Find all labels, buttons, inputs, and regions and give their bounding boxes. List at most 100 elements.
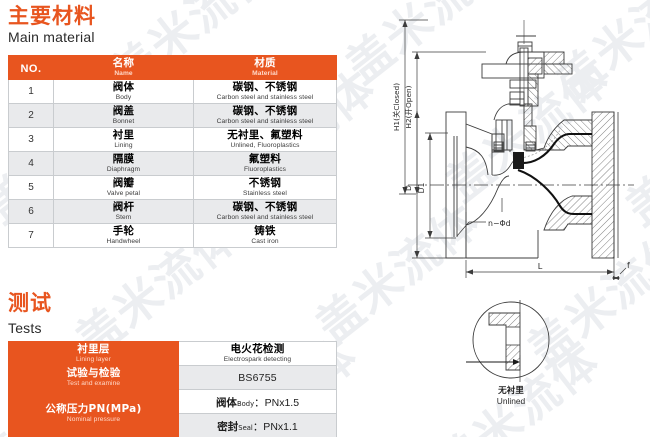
right-flange: [591, 111, 619, 259]
dimension-H2: [412, 51, 486, 194]
cell-name-en: Stem: [115, 214, 132, 221]
cell-pressure-seal: 密封Seal：PNx1.1: [178, 413, 337, 437]
dimension-L: [465, 258, 615, 278]
table-row: 7 手轮 Handwheel 铸铁 Cast iron: [8, 223, 337, 248]
cell-no: 3: [8, 127, 54, 152]
cell-pressure-body-text: 阀体Body：PNx1.5: [216, 397, 299, 409]
cell-test-label: 衬里层 Lining layer: [8, 341, 179, 366]
cell-name: 阀盖 Bonnet: [53, 103, 194, 128]
cell-name-en: Handwheel: [106, 238, 141, 245]
column-header-no: NO.: [8, 55, 54, 80]
table-row: 公称压力PN(MPa) Nominal pressure 阀体Body：PNx1…: [8, 389, 337, 437]
dimension-label-n-phi-d: n−Φd: [488, 219, 511, 228]
column-header-material-en: Material: [252, 70, 278, 77]
cell-material-en: Cast iron: [251, 238, 279, 245]
cell-material-en: Carbon steel and stainless steel: [216, 118, 314, 125]
bonnet-bolts: [493, 141, 536, 152]
cell-name-en: Valve petal: [106, 190, 141, 197]
cell-no: 6: [8, 199, 54, 224]
cell-test-label-cn: 衬里层: [77, 343, 110, 355]
table-row: 6 阀杆 Stem 碳钢、不锈钢 Carbon steel and stainl…: [8, 199, 337, 224]
cell-name-cn: 手轮: [112, 225, 135, 237]
tests-title-en: Tests: [8, 320, 42, 336]
cell-material: 无衬里、氟塑料 Unlined, Fluoroplastics: [193, 127, 337, 152]
cell-test-value: 电火花检测 Electrospark detecting: [178, 341, 337, 366]
pressure-body-cn: 阀体: [215, 396, 237, 409]
cell-name-cn: 阀盖: [112, 105, 135, 117]
tests-heading: 测试 Tests: [8, 291, 52, 337]
cell-material-cn: 碳钢、不锈钢: [232, 105, 298, 117]
dimension-label-L: L: [538, 261, 543, 271]
dimension-label-D1: D1: [417, 182, 426, 193]
dimension-label-H2: H2(开Open): [404, 85, 413, 128]
cell-material: 不锈钢 Stainless steel: [193, 175, 337, 200]
table-row: 2 阀盖 Bonnet 碳钢、不锈钢 Carbon steel and stai…: [8, 103, 337, 128]
valve-body-section: [491, 119, 593, 231]
cell-material-en: Carbon steel and stainless steel: [216, 94, 314, 101]
table-row: 密封Seal：PNx1.1: [9, 413, 337, 437]
main-material-table: NO. 名称 Name 材质 Material 1 阀体 Body: [8, 55, 337, 248]
cell-test-value: BS6755: [178, 365, 337, 390]
cell-name-en: Bonnet: [112, 118, 135, 125]
cell-name: 隔膜 Diaphragm: [53, 151, 194, 176]
dimension-f: [612, 267, 627, 280]
cell-no: 1: [8, 79, 54, 104]
valve-stem: [519, 47, 543, 107]
dimension-label-H1: H1(关Closed): [392, 83, 401, 131]
tests-title-cn: 测试: [8, 291, 52, 315]
cell-pressure-seal-text: 密封Seal：PNx1.1: [217, 421, 298, 433]
table-row: 4 隔膜 Diaphragm 氟塑料 Fluoroplastics: [8, 151, 337, 176]
cell-name-cn: 阀杆: [112, 201, 135, 213]
cell-test-value-cn: 电火花检测: [230, 343, 285, 355]
cell-material-cn: 无衬里、氟塑料: [227, 129, 303, 141]
main-material-title-en: Main material: [8, 29, 95, 45]
cell-no: 2: [8, 103, 54, 128]
detail-callout-label-en: Unlined: [497, 396, 526, 406]
pressure-seal-spec: ：PNx1.1: [252, 420, 298, 433]
dimension-D1: [425, 132, 456, 239]
cell-no: 5: [8, 175, 54, 200]
cell-name: 阀杆 Stem: [53, 199, 194, 224]
cell-material-en: Carbon steel and stainless steel: [216, 214, 314, 221]
table-row: 衬里层 Lining layer 电火花检测 Electrospark dete…: [8, 341, 337, 366]
detail-callout-unlined: [466, 300, 550, 382]
cell-name-cn: 衬里: [112, 129, 135, 141]
dimension-label-D: D: [404, 185, 413, 191]
cell-no: 7: [8, 223, 54, 248]
main-material-title-cn: 主要材料: [8, 4, 96, 28]
cell-material: 氟塑料 Fluoroplastics: [193, 151, 337, 176]
pressure-seal-cn: 密封: [217, 420, 239, 433]
cell-test-value-en: Electrospark detecting: [223, 356, 292, 363]
valve-drawing-svg: H1(关Closed) H2(开Open) D D1: [392, 19, 634, 406]
cell-name-en: Diaphragm: [106, 166, 141, 173]
column-header-name: 名称 Name: [53, 55, 194, 80]
diaphragm-seat: [513, 152, 524, 169]
cell-material-cn: 氟塑料: [248, 153, 282, 165]
cell-material-en: Fluoroplastics: [243, 166, 287, 173]
table-row: 1 阀体 Body 碳钢、不锈钢 Carbon steel and stainl…: [8, 79, 337, 104]
table-header-row: NO. 名称 Name 材质 Material: [8, 55, 337, 80]
pressure-seal-en: Seal: [238, 423, 253, 432]
cell-name-en: Body: [115, 94, 132, 101]
handwheel: [481, 20, 573, 89]
cell-material-cn: 不锈钢: [248, 177, 282, 189]
main-material-heading: 主要材料 Main material: [8, 4, 96, 46]
detail-callout-label-cn: 无衬里: [497, 384, 524, 396]
technical-drawing-panel: H1(关Closed) H2(开Open) D D1: [368, 0, 650, 437]
dimension-label-f: f: [627, 261, 630, 270]
column-header-material: 材质 Material: [193, 55, 337, 80]
cell-material: 铸铁 Cast iron: [193, 223, 337, 248]
column-header-no-label: NO.: [20, 62, 42, 75]
cell-material-cn: 铸铁: [254, 225, 276, 237]
bolt-hole-callout: [456, 221, 486, 237]
cell-material-cn: 碳钢、不锈钢: [232, 201, 298, 213]
table-row: 试验与检验 Test and examine BS6755: [8, 365, 337, 390]
cell-material-en: Unlined, Fluoroplastics: [230, 142, 300, 149]
cell-test-label-en: Test and examine: [66, 380, 121, 387]
column-header-name-cn: 名称: [112, 57, 135, 69]
cell-name-cn: 隔膜: [112, 153, 135, 165]
cell-name: 衬里 Lining: [53, 127, 194, 152]
cell-name: 阀体 Body: [53, 79, 194, 104]
cell-test-label-cn: 试验与检验: [66, 367, 121, 379]
cell-test-label: 试验与检验 Test and examine: [8, 365, 179, 390]
